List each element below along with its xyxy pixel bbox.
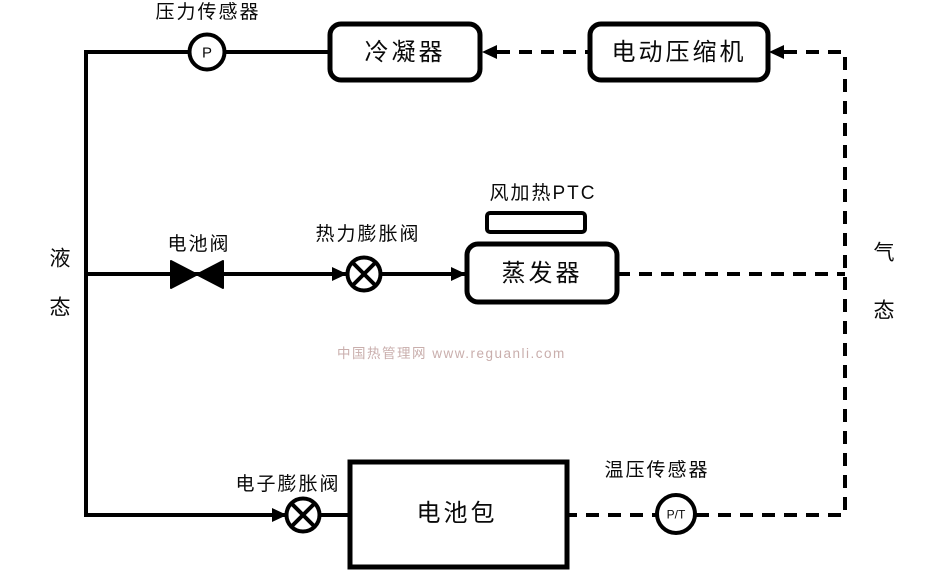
electronic-expansion-valve-label: 电子膨胀阀 <box>235 473 340 495</box>
gas-state-label: 气态 <box>871 241 894 357</box>
condenser-label: 冷凝器 <box>365 39 446 66</box>
evaporator-label: 蒸发器 <box>502 260 583 287</box>
compressor-box <box>587 21 771 83</box>
battery-valve-icon <box>170 260 224 289</box>
arrow-into-evaporator-icon <box>451 267 466 281</box>
arrow-into-electronic-expansion-valve-icon <box>272 508 287 522</box>
arrow-into-compressor-icon <box>769 45 784 59</box>
compressor-label: 电动压缩机 <box>612 39 747 66</box>
arrow-into-condenser-icon <box>482 45 497 59</box>
liquid-state-label: 液态 <box>47 247 70 345</box>
gas-line-right-loop <box>567 50 847 517</box>
thermal-expansion-valve-icon <box>345 255 383 293</box>
battery-pack-box <box>347 459 570 570</box>
thermal-expansion-valve-label: 热力膨胀阀 <box>315 223 420 245</box>
battery-valve-label: 电池阀 <box>167 233 230 255</box>
temp-pressure-sensor-icon: P/T <box>655 493 697 535</box>
evaporator-box <box>464 241 620 305</box>
battery-pack-label: 电池包 <box>417 500 498 527</box>
ptc-heater-box <box>485 211 587 234</box>
watermark-text: 中国热管理网 www.reguanli.com <box>337 346 566 361</box>
arrow-into-thermal-expansion-valve-icon <box>332 267 347 281</box>
ptc-heater-label: 风加热PTC <box>489 182 596 204</box>
temp-pressure-sensor-symbol: P/T <box>667 508 686 522</box>
pressure-sensor-label: 压力传感器 <box>155 1 260 23</box>
pressure-sensor-symbol: P <box>202 45 212 62</box>
pressure-sensor-icon: P <box>187 32 227 72</box>
electronic-expansion-valve-icon <box>284 496 322 534</box>
temp-pressure-sensor-label: 温压传感器 <box>604 459 709 481</box>
condenser-box <box>327 21 483 83</box>
